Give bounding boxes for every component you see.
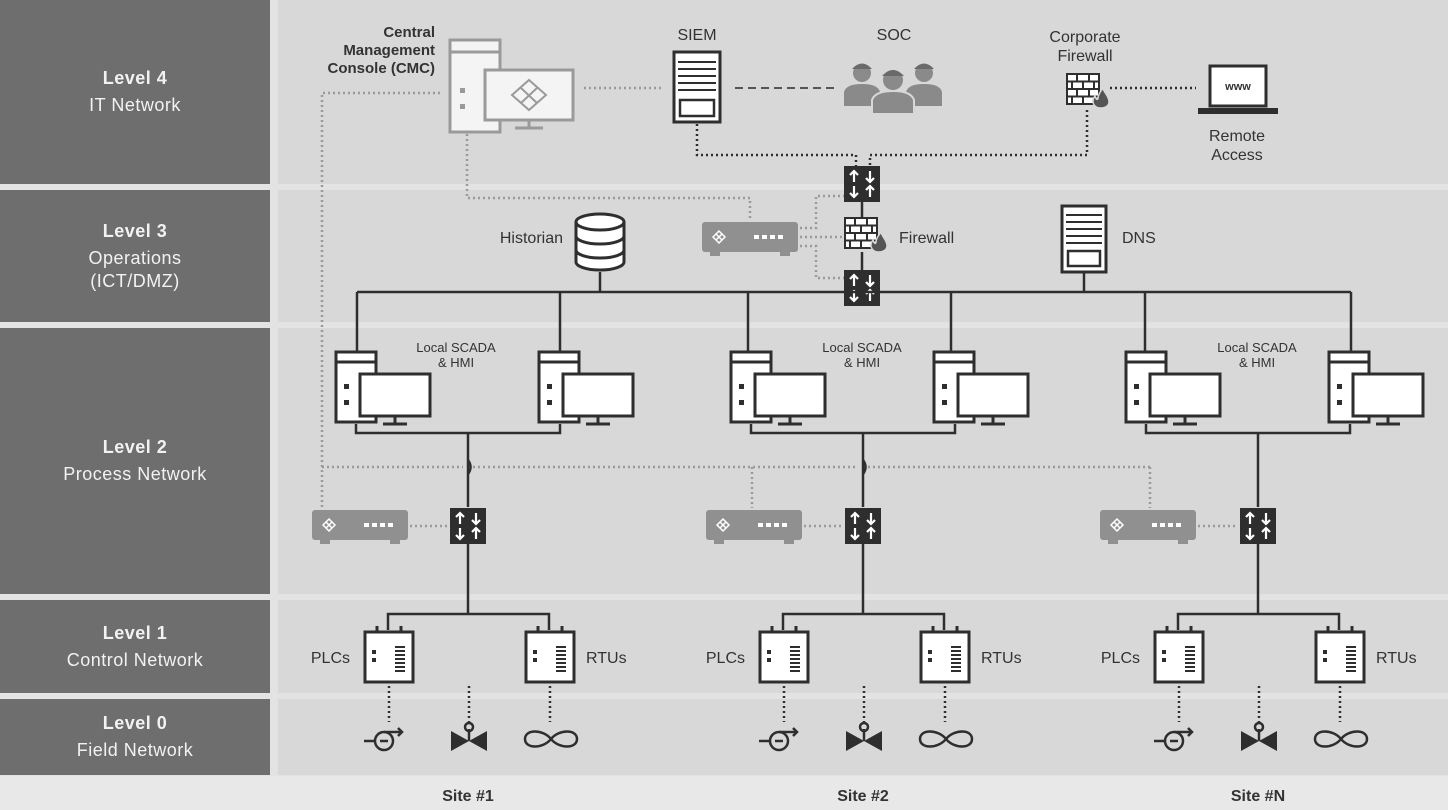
scada-label-2: & HMI	[438, 355, 474, 370]
rtus-label: RTUs	[981, 650, 1022, 667]
scada-label-2: & HMI	[844, 355, 880, 370]
pump-icon	[1152, 726, 1194, 752]
dmz-sensor-icon	[701, 221, 799, 257]
firewall-label: Firewall	[899, 230, 954, 247]
rtu-icon	[524, 624, 576, 684]
laptop-icon	[1198, 64, 1278, 114]
plc-icon	[1153, 624, 1205, 684]
plcs-label: PLCs	[706, 650, 745, 667]
dns-server-icon	[1060, 204, 1108, 274]
level2-label: Level 2 Process Network	[0, 328, 270, 594]
cmc-label-2: Management	[343, 42, 435, 59]
plcs-label: PLCs	[1101, 650, 1140, 667]
level-title: Level 3	[102, 220, 168, 241]
site1-sensor-icon	[311, 509, 409, 545]
rtu-icon	[919, 624, 971, 684]
level1-label: Level 1 Control Network	[0, 600, 270, 693]
cmc-icon	[448, 38, 575, 134]
remote-access-label-2: Access	[1211, 147, 1263, 164]
soc-label: SOC	[877, 27, 912, 44]
hmi-workstation-icon	[537, 350, 635, 426]
level-subtitle: IT Network	[89, 95, 181, 115]
plc-icon	[363, 624, 415, 684]
level3-label: Level 3 Operations (ICT/DMZ)	[0, 190, 270, 322]
level-subtitle: Process Network	[63, 464, 207, 484]
rtus-label: RTUs	[1376, 650, 1417, 667]
level4-links	[320, 86, 1196, 508]
field-links	[387, 686, 1342, 722]
site2-switch-icon	[843, 506, 883, 546]
scada-label-1: Local SCADA	[416, 340, 496, 355]
remote-access-label-1: Remote	[1209, 128, 1265, 145]
rtu-icon	[1314, 624, 1366, 684]
plcs-label: PLCs	[311, 650, 350, 667]
scada-workstation-icon	[334, 350, 432, 426]
valve-icon	[449, 721, 489, 753]
scada-label-1: Local SCADA	[1217, 340, 1297, 355]
soc-people-icon	[844, 63, 942, 115]
scada-workstation-icon	[1124, 350, 1222, 426]
level-title: Level 2	[102, 437, 168, 457]
level-subtitle-2: (ICT/DMZ)	[90, 270, 180, 291]
level-title: Level 4	[102, 68, 168, 88]
level0-label: Level 0 Field Network	[0, 699, 270, 775]
site-label-2: Site #2	[837, 788, 889, 805]
hmi-workstation-icon	[932, 350, 1030, 426]
level-title: Level 0	[102, 713, 168, 733]
site-label-n: Site #N	[1230, 788, 1286, 805]
cmc-label-1: Central	[383, 24, 435, 41]
scada-workstation-icon	[729, 350, 827, 426]
siem-server-icon	[672, 50, 722, 124]
valve-icon	[844, 721, 884, 753]
site2-sensor-icon	[705, 509, 803, 545]
corporate-firewall-label-2: Firewall	[1057, 48, 1112, 65]
level4-label: Level 4 IT Network	[0, 0, 270, 184]
corporate-firewall-icon	[1066, 73, 1110, 109]
bridge-hops	[466, 459, 867, 475]
scada-label-2: & HMI	[1239, 355, 1275, 370]
site1-switch-icon	[448, 506, 488, 546]
corporate-firewall-label-1: Corporate	[1049, 29, 1120, 46]
pump-icon	[362, 726, 404, 752]
hmi-workstation-icon	[1327, 350, 1425, 426]
fan-icon	[918, 730, 974, 748]
cmc-label-3: Console (CMC)	[328, 60, 436, 77]
pump-icon	[757, 726, 799, 752]
level3-bus	[355, 202, 1353, 352]
rtus-label: RTUs	[586, 650, 627, 667]
historian-database-icon	[574, 212, 626, 272]
level1-links	[386, 544, 1341, 630]
plc-icon	[758, 624, 810, 684]
level2-links	[354, 424, 1352, 507]
site-label-1: Site #1	[442, 788, 494, 805]
siten-switch-icon	[1238, 506, 1278, 546]
siten-sensor-icon	[1099, 509, 1197, 545]
www-label: www	[1224, 81, 1251, 93]
fan-icon	[523, 730, 579, 748]
valve-icon	[1239, 721, 1279, 753]
dns-label: DNS	[1122, 230, 1156, 247]
level-title: Level 1	[102, 622, 168, 643]
firewall-icon	[844, 217, 888, 253]
level-subtitle: Control Network	[66, 649, 204, 670]
top-switch-icon	[842, 164, 882, 204]
level1-band	[278, 600, 1448, 693]
scada-label-1: Local SCADA	[822, 340, 902, 355]
historian-label: Historian	[500, 230, 563, 247]
dmz-switch-icon	[842, 268, 882, 308]
level-subtitle: Operations	[88, 247, 182, 268]
level-subtitle: Field Network	[76, 740, 194, 760]
fan-icon	[1313, 730, 1369, 748]
site-bar	[0, 776, 1448, 810]
siem-label: SIEM	[677, 27, 716, 44]
dmz-sensor-links	[800, 194, 844, 280]
management-links	[322, 465, 1152, 508]
